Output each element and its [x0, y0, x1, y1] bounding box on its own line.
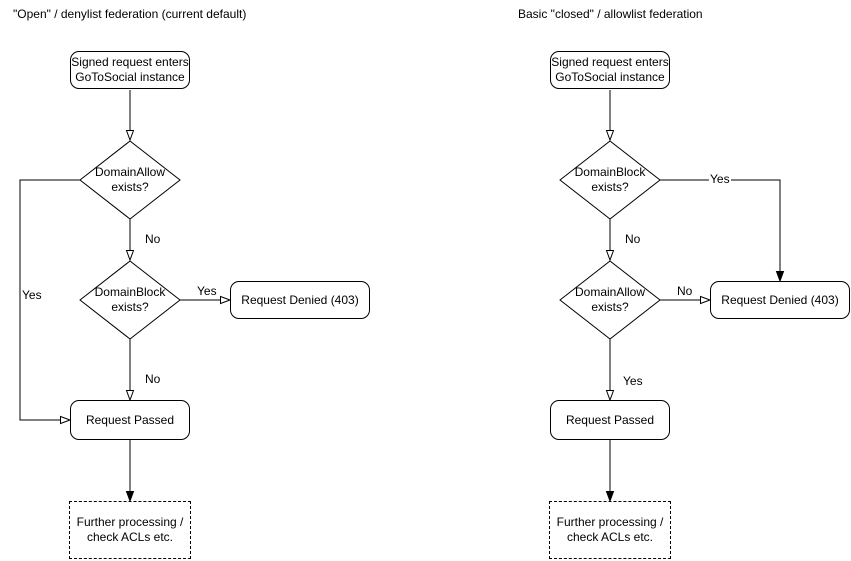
right-decision1-label: DomainBlock exists? — [574, 165, 646, 194]
right-edge-label-decision1-no: No — [624, 232, 642, 246]
left-edge-label-decision1-yes: Yes — [21, 288, 43, 302]
left-decision2-label: DomainBlock exists? — [94, 285, 166, 314]
right-edge-decision1-yes-to-denied — [660, 179, 785, 283]
right-chart-title: Basic "closed" / allowlist federation — [518, 7, 703, 21]
left-decision1-diamond — [79, 140, 181, 220]
left-edge-decision1-yes-to-passed — [19, 179, 80, 425]
left-decision1-label: DomainAllow exists? — [94, 165, 166, 194]
left-edge-label-decision2-no: No — [144, 372, 162, 386]
left-chart-title: "Open" / denylist federation (current de… — [13, 7, 247, 21]
right-decision2-diamond — [559, 260, 661, 340]
left-passed-node: Request Passed — [70, 400, 190, 440]
right-edge-label-decision2-no: No — [676, 284, 694, 298]
right-edge-label-decision2-yes: Yes — [622, 374, 644, 388]
left-start-node: Signed request enters GoToSocial instanc… — [70, 51, 190, 89]
right-start-node: Signed request enters GoToSocial instanc… — [550, 51, 670, 89]
right-decision1-diamond — [559, 140, 661, 220]
left-edge-label-decision1-no: No — [144, 232, 162, 246]
right-passed-node: Request Passed — [550, 400, 670, 440]
right-edge-label-decision1-yes: Yes — [709, 172, 731, 186]
right-further-node: Further processing / check ACLs etc. — [549, 501, 671, 559]
left-further-node: Further processing / check ACLs etc. — [69, 501, 191, 559]
left-denied-node: Request Denied (403) — [230, 281, 370, 319]
right-denied-node: Request Denied (403) — [710, 281, 850, 319]
right-decision2-label: DomainAllow exists? — [574, 285, 646, 314]
left-decision2-diamond — [79, 260, 181, 340]
left-edge-label-decision2-yes: Yes — [196, 284, 218, 298]
